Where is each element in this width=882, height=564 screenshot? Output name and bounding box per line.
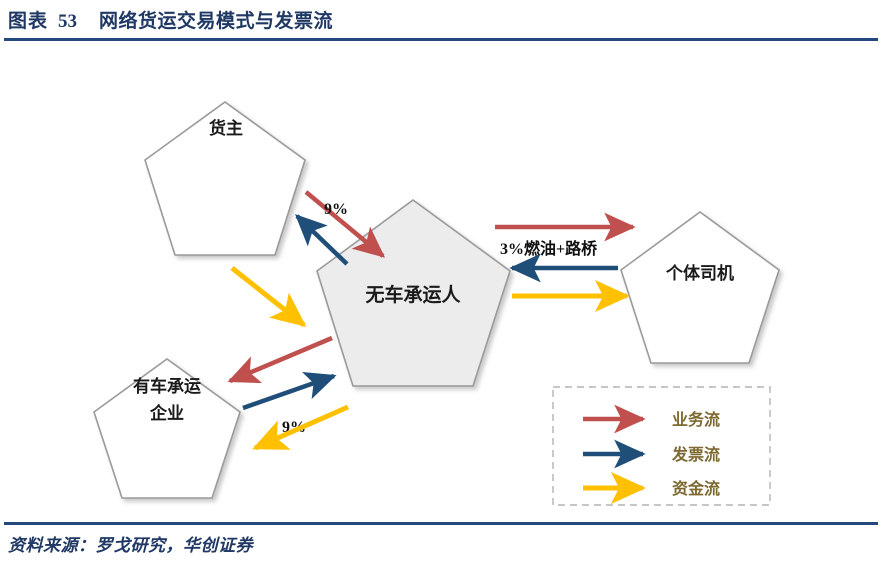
diagram-canvas: 货主 无车承运人 有车承运 企业 个体司机 [0,44,882,522]
edge-carrier-to-shipper-invoice [295,214,349,266]
exhibit-label: 图表 [8,11,49,32]
node-fleet-shape [93,358,241,499]
legend-item-invoice-flow[interactable]: 发票流 [583,439,720,469]
exhibit-number: 53 [58,11,78,32]
legend-box [552,386,771,506]
edge-label-driver-cost-note: 3%燃油+路桥 [500,239,598,258]
legend: 业务流 发票流 资金流 [552,386,771,506]
capital-flow-arrow [230,266,307,327]
node-driver[interactable]: 个体司机 [620,211,780,364]
edge-shipper-to-fleet-capital [230,266,307,327]
node-fleet-label-line1: 有车承运 [133,376,201,396]
legend-item-capital-flow[interactable]: 资金流 [583,471,720,504]
invoice-flow-arrow [242,371,337,411]
node-driver-shape [620,211,780,364]
edge-fleet-to-carrier-invoice [242,371,337,411]
page-title: 网络货运交易模式与发票流 [99,11,334,32]
node-shipper[interactable]: 货主 [144,101,306,256]
figure-header-row: 图表 53 网络货运交易模式与发票流 [0,0,882,33]
node-fleet-label-line2: 企业 [149,403,184,423]
legend-label-invoice-flow: 发票流 [671,445,720,464]
figure-header: 图表 53 网络货运交易模式与发票流 [0,0,882,42]
capital-flow-arrow [252,404,350,451]
legend-label-business-flow: 业务流 [672,410,720,429]
header-divider [4,38,878,41]
edge-carrier-to-fleet-capital [252,404,350,451]
edge-carrier-to-fleet-business [227,335,333,384]
edge-shipper-to-carrier-business [304,190,386,258]
business-flow-arrow [304,190,386,258]
source-note: 资料来源：罗戈研究，华创证券 [8,536,253,555]
footer-divider [4,522,878,525]
node-shipper-shape [144,101,306,256]
node-fleet[interactable]: 有车承运 企业 [93,358,241,499]
legend-label-capital-flow: 资金流 [672,479,720,498]
business-flow-arrow [227,335,333,384]
edge-label-shipper-invoice-rate: 9% [324,201,348,218]
legend-item-business-flow[interactable]: 业务流 [583,404,720,434]
invoice-flow-arrow [295,214,349,266]
node-driver-label: 个体司机 [665,263,734,283]
node-carrier-label: 无车承运人 [365,283,461,306]
node-shipper-label: 货主 [209,118,243,138]
